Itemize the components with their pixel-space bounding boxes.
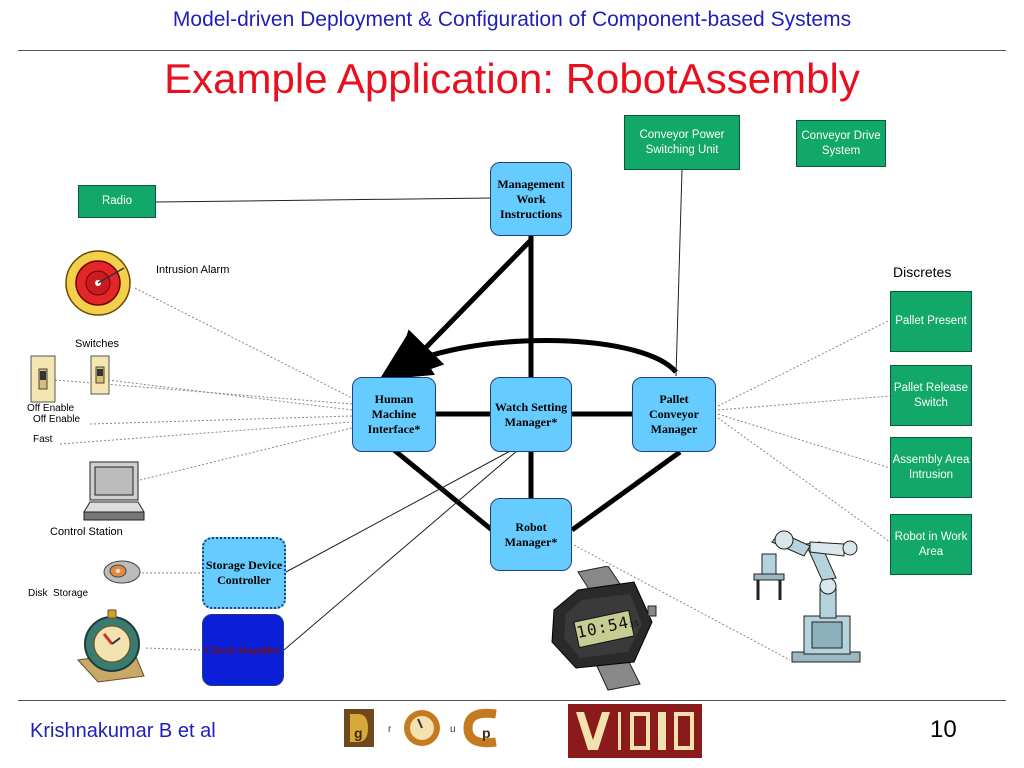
logo-letter-r: r: [388, 724, 392, 735]
alarm-bell-icon: [65, 250, 131, 316]
alarm-link: [134, 287, 353, 399]
control-station-link: [139, 427, 353, 481]
slide-header: Model-driven Deployment & Configuration …: [172, 8, 852, 31]
robot-arm-link: [573, 544, 791, 661]
disk-storage-label: Disk Storage: [28, 588, 89, 599]
robot-in-work-box: Robot in Work Area: [890, 514, 972, 575]
fast-label: Fast: [33, 434, 53, 445]
conveyor-power-box: Conveyor Power Switching Unit: [624, 115, 740, 170]
robot-area-link: [717, 417, 891, 543]
switch2-link: [107, 379, 353, 411]
assembly-intrusion-link: [717, 413, 891, 469]
header-rule: [18, 50, 1006, 51]
timer-link: [145, 647, 203, 651]
storage-link: [285, 449, 513, 573]
footer-author: Krishnakumar B et al: [30, 720, 216, 742]
logo-letter-p: p: [482, 725, 491, 741]
robot-manager-node: Robot Manager*: [490, 498, 572, 571]
isis-logo: [568, 704, 702, 758]
off-enable-label-1: Off Enable: [27, 403, 75, 414]
doc-group-logo: g r u p: [344, 708, 497, 748]
radio-box: Radio: [78, 185, 156, 218]
radio-link: [155, 197, 493, 203]
digital-watch-icon: [551, 566, 657, 691]
intrusion-alarm-label: Intrusion Alarm: [156, 264, 230, 276]
pallet-to-hmi-arc: [379, 332, 678, 380]
pallet-release-box: Pallet Release Switch: [890, 365, 972, 426]
switch-icon: [90, 355, 110, 395]
footer-rule: [18, 700, 1006, 701]
mgmt-to-hmi: [391, 238, 533, 383]
discretes-label: Discretes: [893, 264, 952, 280]
storage-controller-node: Storage Device Controller: [202, 537, 286, 609]
logo-letter-g: g: [354, 725, 363, 741]
slide-title: Example Application: RobotAssembly: [164, 55, 860, 102]
conveyor-drive-box: Conveyor Drive System: [796, 120, 886, 167]
assembly-intrusion-box: Assembly Area Intrusion: [890, 437, 972, 498]
pallet-present-box: Pallet Present: [890, 291, 972, 352]
clock-link: [283, 449, 519, 651]
management-node: Management Work Instructions: [490, 162, 572, 236]
watch-seconds: 35: [628, 619, 641, 630]
page-number: 10: [930, 716, 957, 743]
computer-icon: [83, 461, 145, 521]
pallet-present-link: [717, 319, 891, 407]
fast-link: [59, 421, 353, 445]
off-enable-label-2: Off Enable: [33, 414, 81, 425]
clock-handler-node: Clock Handler: [202, 614, 284, 686]
logo-letter-u: u: [450, 724, 456, 735]
off-enable-link: [89, 415, 353, 425]
hmi-node: Human Machine Interface*: [352, 377, 436, 452]
switches-label: Switches: [75, 338, 120, 350]
timer-icon: [76, 609, 145, 683]
control-station-label: Control Station: [50, 526, 123, 538]
pallet-conveyor-node: Pallet Conveyor Manager: [632, 377, 716, 452]
conveyor-power-link: [675, 169, 683, 377]
pallet-release-link: [717, 395, 891, 411]
hmi-to-robot: [392, 448, 494, 532]
disk-icon: [103, 560, 141, 584]
pallet-to-robot: [570, 449, 682, 533]
watch-setting-node: Watch Setting Manager*: [490, 377, 572, 452]
robot-arm-icon: [753, 530, 861, 663]
switch-icon: [30, 355, 56, 403]
